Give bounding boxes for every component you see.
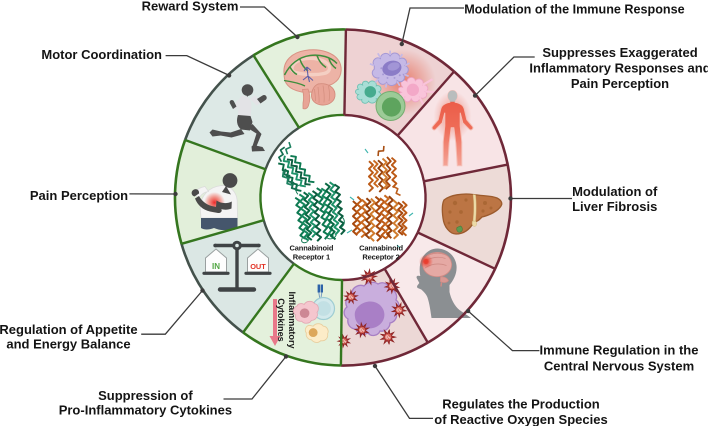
svg-text:Pro-Inflammatory Cytokines: Pro-Inflammatory Cytokines [59,402,232,417]
svg-text:Suppression of: Suppression of [98,388,193,403]
svg-text:Reward System: Reward System [142,0,239,14]
svg-text:IN: IN [212,262,220,271]
svg-text:Liver Fibrosis: Liver Fibrosis [572,199,657,214]
svg-text:of Reactive Oxygen Species: of Reactive Oxygen Species [434,412,607,426]
svg-text:O₂: O₂ [385,335,390,340]
svg-text:O₂: O₂ [359,328,364,333]
svg-text:Inflammatory Responses and: Inflammatory Responses and [529,61,708,76]
svg-text:Motor Coordination: Motor Coordination [41,47,162,62]
svg-text:Suppresses Exaggerated: Suppresses Exaggerated [542,45,697,60]
svg-text:O₂: O₂ [341,339,346,344]
svg-text:InflammatoryCytokines: InflammatoryCytokines [276,291,297,349]
svg-text:O₂: O₂ [366,275,371,280]
svg-text:O₂: O₂ [389,284,394,289]
svg-text:Immune Regulation in the: Immune Regulation in the [540,342,699,357]
svg-text:Pain Perception: Pain Perception [30,188,128,203]
svg-text:Central Nervous System: Central Nervous System [544,359,694,374]
svg-text:O₂: O₂ [348,295,353,300]
svg-text:and Energy Balance: and Energy Balance [6,336,130,351]
svg-text:Modulation of: Modulation of [572,184,658,199]
svg-text:Regulation of Appetite: Regulation of Appetite [0,322,138,337]
svg-text:O₂: O₂ [396,308,401,313]
svg-text:Pain Perception: Pain Perception [571,76,669,91]
svg-text:Modulation of the Immune Respo: Modulation of the Immune Response [464,3,684,17]
svg-text:OUT: OUT [250,262,266,271]
svg-text:Regulates the Production: Regulates the Production [442,397,600,412]
